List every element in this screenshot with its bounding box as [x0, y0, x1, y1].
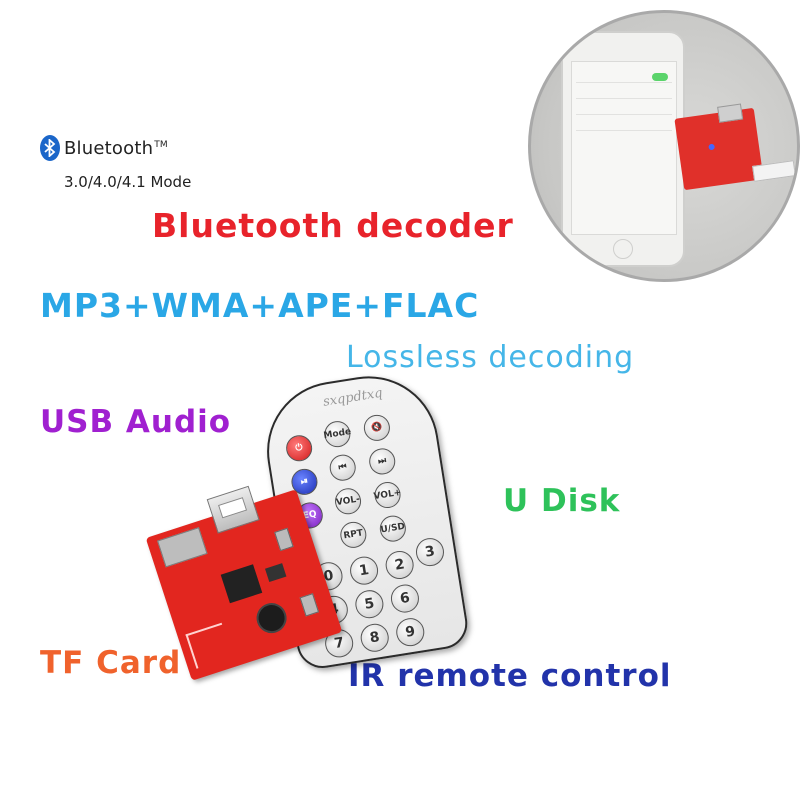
- usb-port-inner: [218, 497, 248, 519]
- smartphone: [561, 31, 685, 267]
- rpt-button: RPT: [338, 519, 369, 550]
- digit-9-button: 9: [394, 616, 427, 649]
- digit-8-button: 8: [358, 621, 391, 654]
- toggle-switch: [652, 73, 668, 81]
- watermark: sxqpdtxq: [322, 385, 384, 410]
- pcb-antenna: [185, 622, 233, 669]
- vol-down-button: VOL-: [333, 486, 363, 517]
- small-chip: [264, 563, 287, 583]
- phone-screen: [571, 61, 677, 235]
- phone-row: [576, 104, 672, 115]
- digit-3-button: 3: [413, 536, 447, 569]
- power-button: ⏻: [284, 433, 315, 464]
- feature-udisk: U Disk: [503, 483, 621, 519]
- title-bluetooth-decoder: Bluetooth decoder: [152, 206, 514, 245]
- feature-lossless: Lossless decoding: [346, 340, 635, 375]
- bluetooth-wordmark: BluetoothTM: [64, 137, 168, 159]
- digit-6-button: 6: [388, 582, 421, 615]
- micro-usb-port: [299, 593, 320, 617]
- home-button: [613, 239, 633, 259]
- mode-button: Mode: [322, 419, 353, 449]
- next-button: ⏭: [367, 446, 398, 477]
- feature-ir-remote: IR remote control: [348, 658, 672, 694]
- digit-2-button: 2: [383, 548, 416, 582]
- micro-usb-port: [274, 527, 294, 552]
- bluetooth-mode-label: 3.0/4.0/4.1 Mode: [64, 173, 192, 191]
- feature-usb-audio: USB Audio: [40, 404, 232, 440]
- small-decoder-board: [674, 103, 764, 191]
- vol-up-button: VOL+: [372, 480, 403, 510]
- digit-1-button: 1: [348, 554, 381, 587]
- usb-port: [206, 485, 260, 534]
- audio-jack: [252, 599, 291, 637]
- phone-row: [576, 88, 672, 99]
- phone-row: [576, 120, 672, 131]
- bluetooth-logo: BluetoothTM: [40, 135, 168, 161]
- feature-tf-card: TF Card: [40, 645, 182, 681]
- usd-button: U/SD: [377, 513, 408, 544]
- tf-card-slot: [157, 527, 208, 568]
- led-light: [708, 143, 716, 151]
- digit-5-button: 5: [353, 588, 386, 621]
- phone-photo: [528, 10, 800, 282]
- bluetooth-icon: [40, 135, 60, 161]
- feature-formats: MP3+WMA+APE+FLAC: [40, 286, 480, 325]
- mute-button: 🔇: [362, 412, 392, 443]
- usb-port: [717, 103, 744, 123]
- phone-row: [576, 72, 672, 83]
- decoder-chip: [220, 564, 263, 604]
- prev-button: ⏮: [327, 452, 358, 483]
